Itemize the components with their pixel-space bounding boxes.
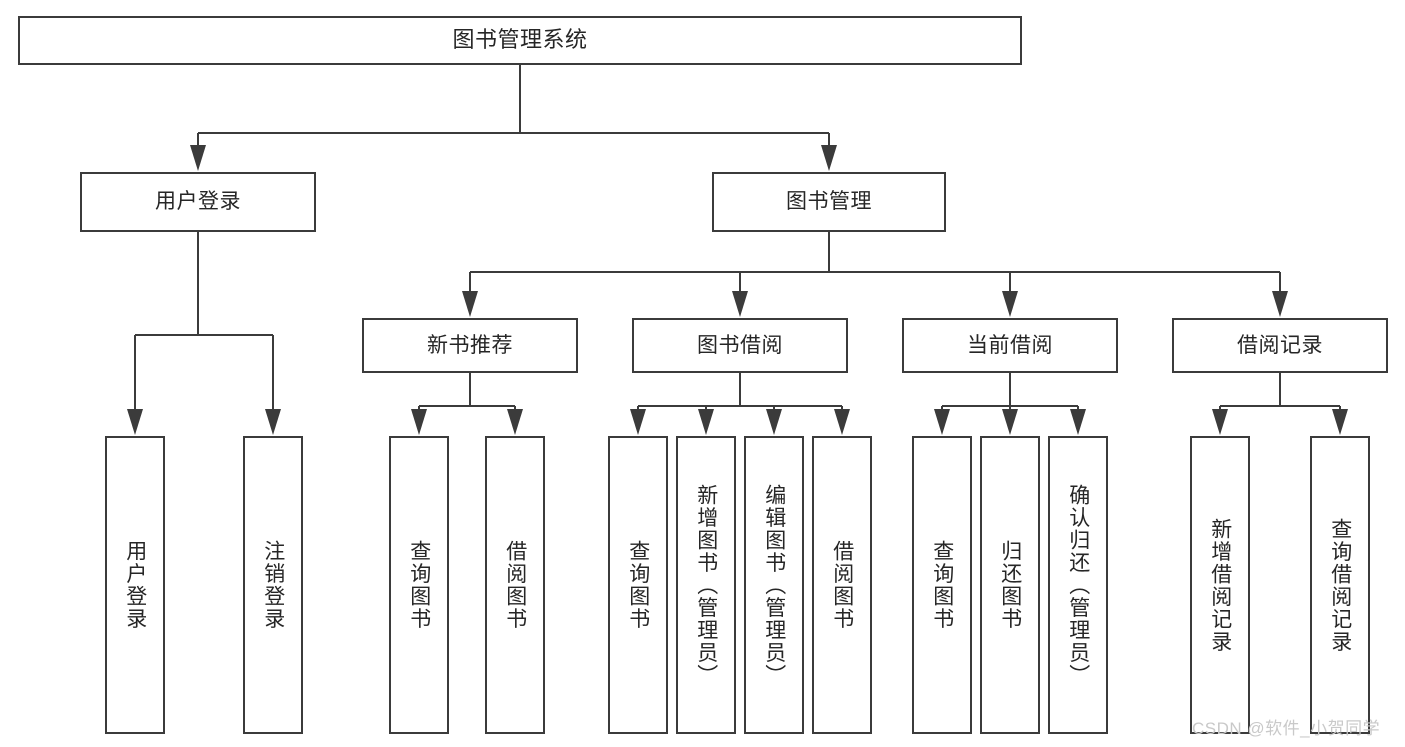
node-label: 编辑图书（管理员） <box>762 483 786 687</box>
node-leaf-return-book[interactable]: 归还图书 <box>980 436 1040 734</box>
node-leaf-query-book-3[interactable]: 查询图书 <box>912 436 972 734</box>
node-label: 查询图书 <box>407 540 431 630</box>
node-leaf-query-book-1[interactable]: 查询图书 <box>389 436 449 734</box>
node-label: 查询图书 <box>626 540 650 630</box>
node-leaf-query-book-2[interactable]: 查询图书 <box>608 436 668 734</box>
connector-group <box>127 65 1348 435</box>
node-label: 归还图书 <box>998 540 1022 630</box>
arrowhead-icon <box>630 409 646 435</box>
arrowhead-icon <box>1272 291 1288 317</box>
node-leaf-borrow-book-1[interactable]: 借阅图书 <box>485 436 545 734</box>
arrowhead-icon <box>507 409 523 435</box>
watermark-label: CSDN @软件_小贺同学 <box>1192 719 1381 738</box>
node-leaf-confirm-return[interactable]: 确认归还（管理员） <box>1048 436 1108 734</box>
arrowhead-icon <box>1002 291 1018 317</box>
node-leaf-query-record[interactable]: 查询借阅记录 <box>1310 436 1370 734</box>
node-new-book-recommend[interactable]: 新书推荐 <box>362 318 578 373</box>
node-label: 借阅记录 <box>1237 333 1323 357</box>
node-leaf-logout[interactable]: 注销登录 <box>243 436 303 734</box>
node-label: 用户登录 <box>123 540 147 630</box>
node-leaf-add-book[interactable]: 新增图书（管理员） <box>676 436 736 734</box>
node-root[interactable]: 图书管理系统 <box>18 16 1022 65</box>
node-borrow-record[interactable]: 借阅记录 <box>1172 318 1388 373</box>
node-user-login[interactable]: 用户登录 <box>80 172 316 232</box>
node-label: 图书管理系统 <box>452 27 588 53</box>
arrowhead-icon <box>1212 409 1228 435</box>
arrowhead-icon <box>190 145 206 171</box>
node-leaf-borrow-book-2[interactable]: 借阅图书 <box>812 436 872 734</box>
node-book-manage[interactable]: 图书管理 <box>712 172 946 232</box>
arrowhead-icon <box>127 409 143 435</box>
node-book-borrow[interactable]: 图书借阅 <box>632 318 848 373</box>
node-label: 新书推荐 <box>427 333 513 357</box>
arrowhead-icon <box>834 409 850 435</box>
arrowhead-icon <box>698 409 714 435</box>
node-label: 新增图书（管理员） <box>694 483 718 687</box>
arrowhead-icon <box>821 145 837 171</box>
node-label: 图书借阅 <box>697 333 783 357</box>
node-label: 查询图书 <box>930 540 954 630</box>
node-leaf-edit-book[interactable]: 编辑图书（管理员） <box>744 436 804 734</box>
arrowhead-icon <box>1070 409 1086 435</box>
arrowhead-icon <box>934 409 950 435</box>
arrowhead-icon <box>766 409 782 435</box>
node-label: 查询借阅记录 <box>1328 517 1352 653</box>
node-label: 借阅图书 <box>503 540 527 630</box>
node-label: 注销登录 <box>261 540 285 630</box>
arrowhead-icon <box>1002 409 1018 435</box>
node-label: 新增借阅记录 <box>1208 517 1232 653</box>
node-label: 借阅图书 <box>830 540 854 630</box>
node-label: 图书管理 <box>786 190 872 214</box>
arrowhead-icon <box>732 291 748 317</box>
node-leaf-user-login[interactable]: 用户登录 <box>105 436 165 734</box>
node-leaf-add-record[interactable]: 新增借阅记录 <box>1190 436 1250 734</box>
node-current-borrow[interactable]: 当前借阅 <box>902 318 1118 373</box>
node-label: 用户登录 <box>155 190 241 214</box>
arrowhead-icon <box>1332 409 1348 435</box>
node-label: 确认归还（管理员） <box>1066 483 1090 687</box>
arrowhead-icon <box>411 409 427 435</box>
arrowhead-icon <box>265 409 281 435</box>
arrowhead-icon <box>462 291 478 317</box>
node-label: 当前借阅 <box>967 333 1053 357</box>
